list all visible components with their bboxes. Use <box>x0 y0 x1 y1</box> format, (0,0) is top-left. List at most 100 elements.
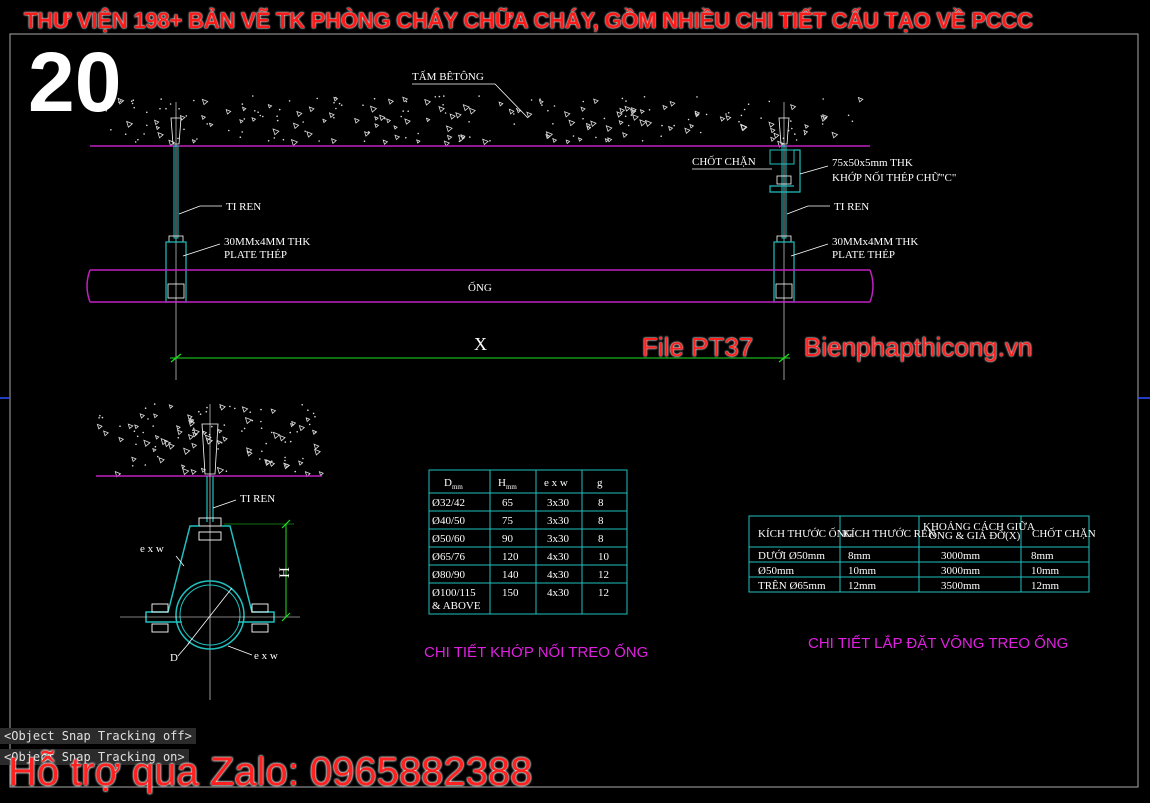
concrete-aggregate <box>135 443 137 446</box>
concrete-aggregate <box>279 434 286 442</box>
table1-cell: 3x30 <box>547 533 570 545</box>
concrete-aggregate <box>176 429 183 436</box>
concrete-aggregate <box>770 127 776 134</box>
concrete-aggregate <box>273 137 276 139</box>
page-title: THƯ VIỆN 198+ BẢN VẼ TK PHÒNG CHÁY CHỮA … <box>24 8 1033 33</box>
concrete-aggregate <box>216 439 222 445</box>
table1-cell: 4x30 <box>547 551 570 563</box>
concrete-aggregate <box>217 448 219 450</box>
concrete-aggregate <box>773 132 780 139</box>
concrete-aggregate <box>153 119 160 126</box>
table1-header-g: g <box>597 477 603 489</box>
table2-cell: 3500mm <box>941 580 981 592</box>
concrete-aggregate <box>314 448 321 456</box>
concrete-aggregate <box>386 118 392 124</box>
table1-cell: 75 <box>502 515 514 527</box>
concrete-aggregate <box>98 417 100 419</box>
concrete-aggregate <box>382 139 389 146</box>
concrete-aggregate <box>760 117 762 119</box>
detail-hanger <box>120 404 300 700</box>
concrete-aggregate <box>308 106 315 113</box>
pipe <box>86 269 874 303</box>
concrete-slab-texture <box>105 95 864 148</box>
concrete-aggregate <box>105 109 108 112</box>
concrete-aggregate <box>272 128 280 136</box>
concrete-aggregate <box>206 123 208 125</box>
concrete-aggregate <box>563 111 571 118</box>
detail-rod-leader <box>212 499 237 509</box>
concrete-aggregate <box>468 121 470 123</box>
concrete-aggregate <box>204 434 212 442</box>
concrete-aggregate <box>290 138 299 147</box>
concrete-aggregate <box>96 423 103 430</box>
concrete-aggregate <box>445 125 453 133</box>
table1-cell: 8 <box>598 533 604 545</box>
concrete-aggregate <box>192 427 195 430</box>
concrete-aggregate <box>316 97 319 100</box>
concrete-aggregate <box>146 124 148 127</box>
concrete-aggregate <box>768 121 775 128</box>
concrete-aggregate <box>340 104 343 106</box>
right-rod-label: TI REN <box>834 201 869 213</box>
concrete-aggregate <box>202 430 208 436</box>
concrete-aggregate <box>394 134 401 141</box>
concrete-aggregate <box>639 109 645 114</box>
detail-h-dimension <box>224 519 294 622</box>
concrete-aggregate <box>616 111 623 118</box>
concrete-aggregate <box>239 119 244 124</box>
concrete-aggregate <box>362 104 364 106</box>
right-plate-label-2: PLATE THÉP <box>832 249 895 261</box>
table1-cell: 12 <box>598 587 609 599</box>
concrete-aggregate <box>644 119 653 128</box>
concrete-aggregate <box>157 131 164 139</box>
concrete-aggregate <box>743 108 746 111</box>
concrete-aggregate <box>146 111 148 114</box>
concrete-aggregate <box>725 113 727 115</box>
concrete-aggregate <box>538 99 544 105</box>
table2-cell: 3000mm <box>941 565 981 577</box>
concrete-aggregate <box>217 428 223 434</box>
concrete-aggregate <box>264 459 272 466</box>
support-contact[interactable]: Hỗ trợ qua Zalo: 0965882388 <box>8 750 533 794</box>
concrete-aggregate <box>201 98 209 106</box>
span-dimension <box>170 353 790 363</box>
concrete-aggregate <box>462 104 470 112</box>
concrete-aggregate <box>301 404 304 406</box>
table1-header-exw: e x w <box>544 477 568 489</box>
right-rod-leader <box>786 205 809 215</box>
concrete-aggregate <box>662 104 668 111</box>
concrete-aggregate <box>156 455 159 458</box>
concrete-aggregate <box>444 112 447 114</box>
concrete-aggregate <box>205 410 208 413</box>
concrete-aggregate <box>276 119 279 122</box>
concrete-aggregate <box>229 405 231 408</box>
concrete-aggregate <box>306 131 313 138</box>
concrete-aggregate <box>252 95 254 97</box>
concrete-aggregate <box>211 425 213 428</box>
concrete-aggregate <box>208 122 214 128</box>
table-installation-spacing <box>748 515 1090 593</box>
concrete-aggregate <box>791 127 793 130</box>
concrete-aggregate <box>241 106 247 112</box>
concrete-aggregate <box>262 115 264 118</box>
concrete-aggregate <box>595 136 597 139</box>
detail-rod-label: TI REN <box>240 493 275 505</box>
table1-cell: Ø40/50 <box>432 515 466 527</box>
table2-header-pipe-size: KÍCH THƯỚC ỐNG <box>758 527 853 540</box>
left-hanger <box>165 102 187 380</box>
concrete-aggregate <box>694 110 701 117</box>
concrete-aggregate <box>393 125 398 130</box>
table1-cell: 8 <box>598 515 604 527</box>
concrete-aggregate <box>133 430 136 433</box>
concrete-aggregate <box>603 117 606 120</box>
concrete-aggregate <box>160 437 168 446</box>
concrete-aggregate <box>305 417 311 423</box>
concrete-aggregate <box>265 442 268 445</box>
table1-cell: Ø100/115 <box>432 587 476 599</box>
concrete-aggregate <box>127 423 134 430</box>
concrete-aggregate <box>667 125 674 132</box>
concrete-aggregate <box>821 123 824 125</box>
concrete-aggregate <box>643 96 646 98</box>
concrete-aggregate <box>282 138 285 141</box>
